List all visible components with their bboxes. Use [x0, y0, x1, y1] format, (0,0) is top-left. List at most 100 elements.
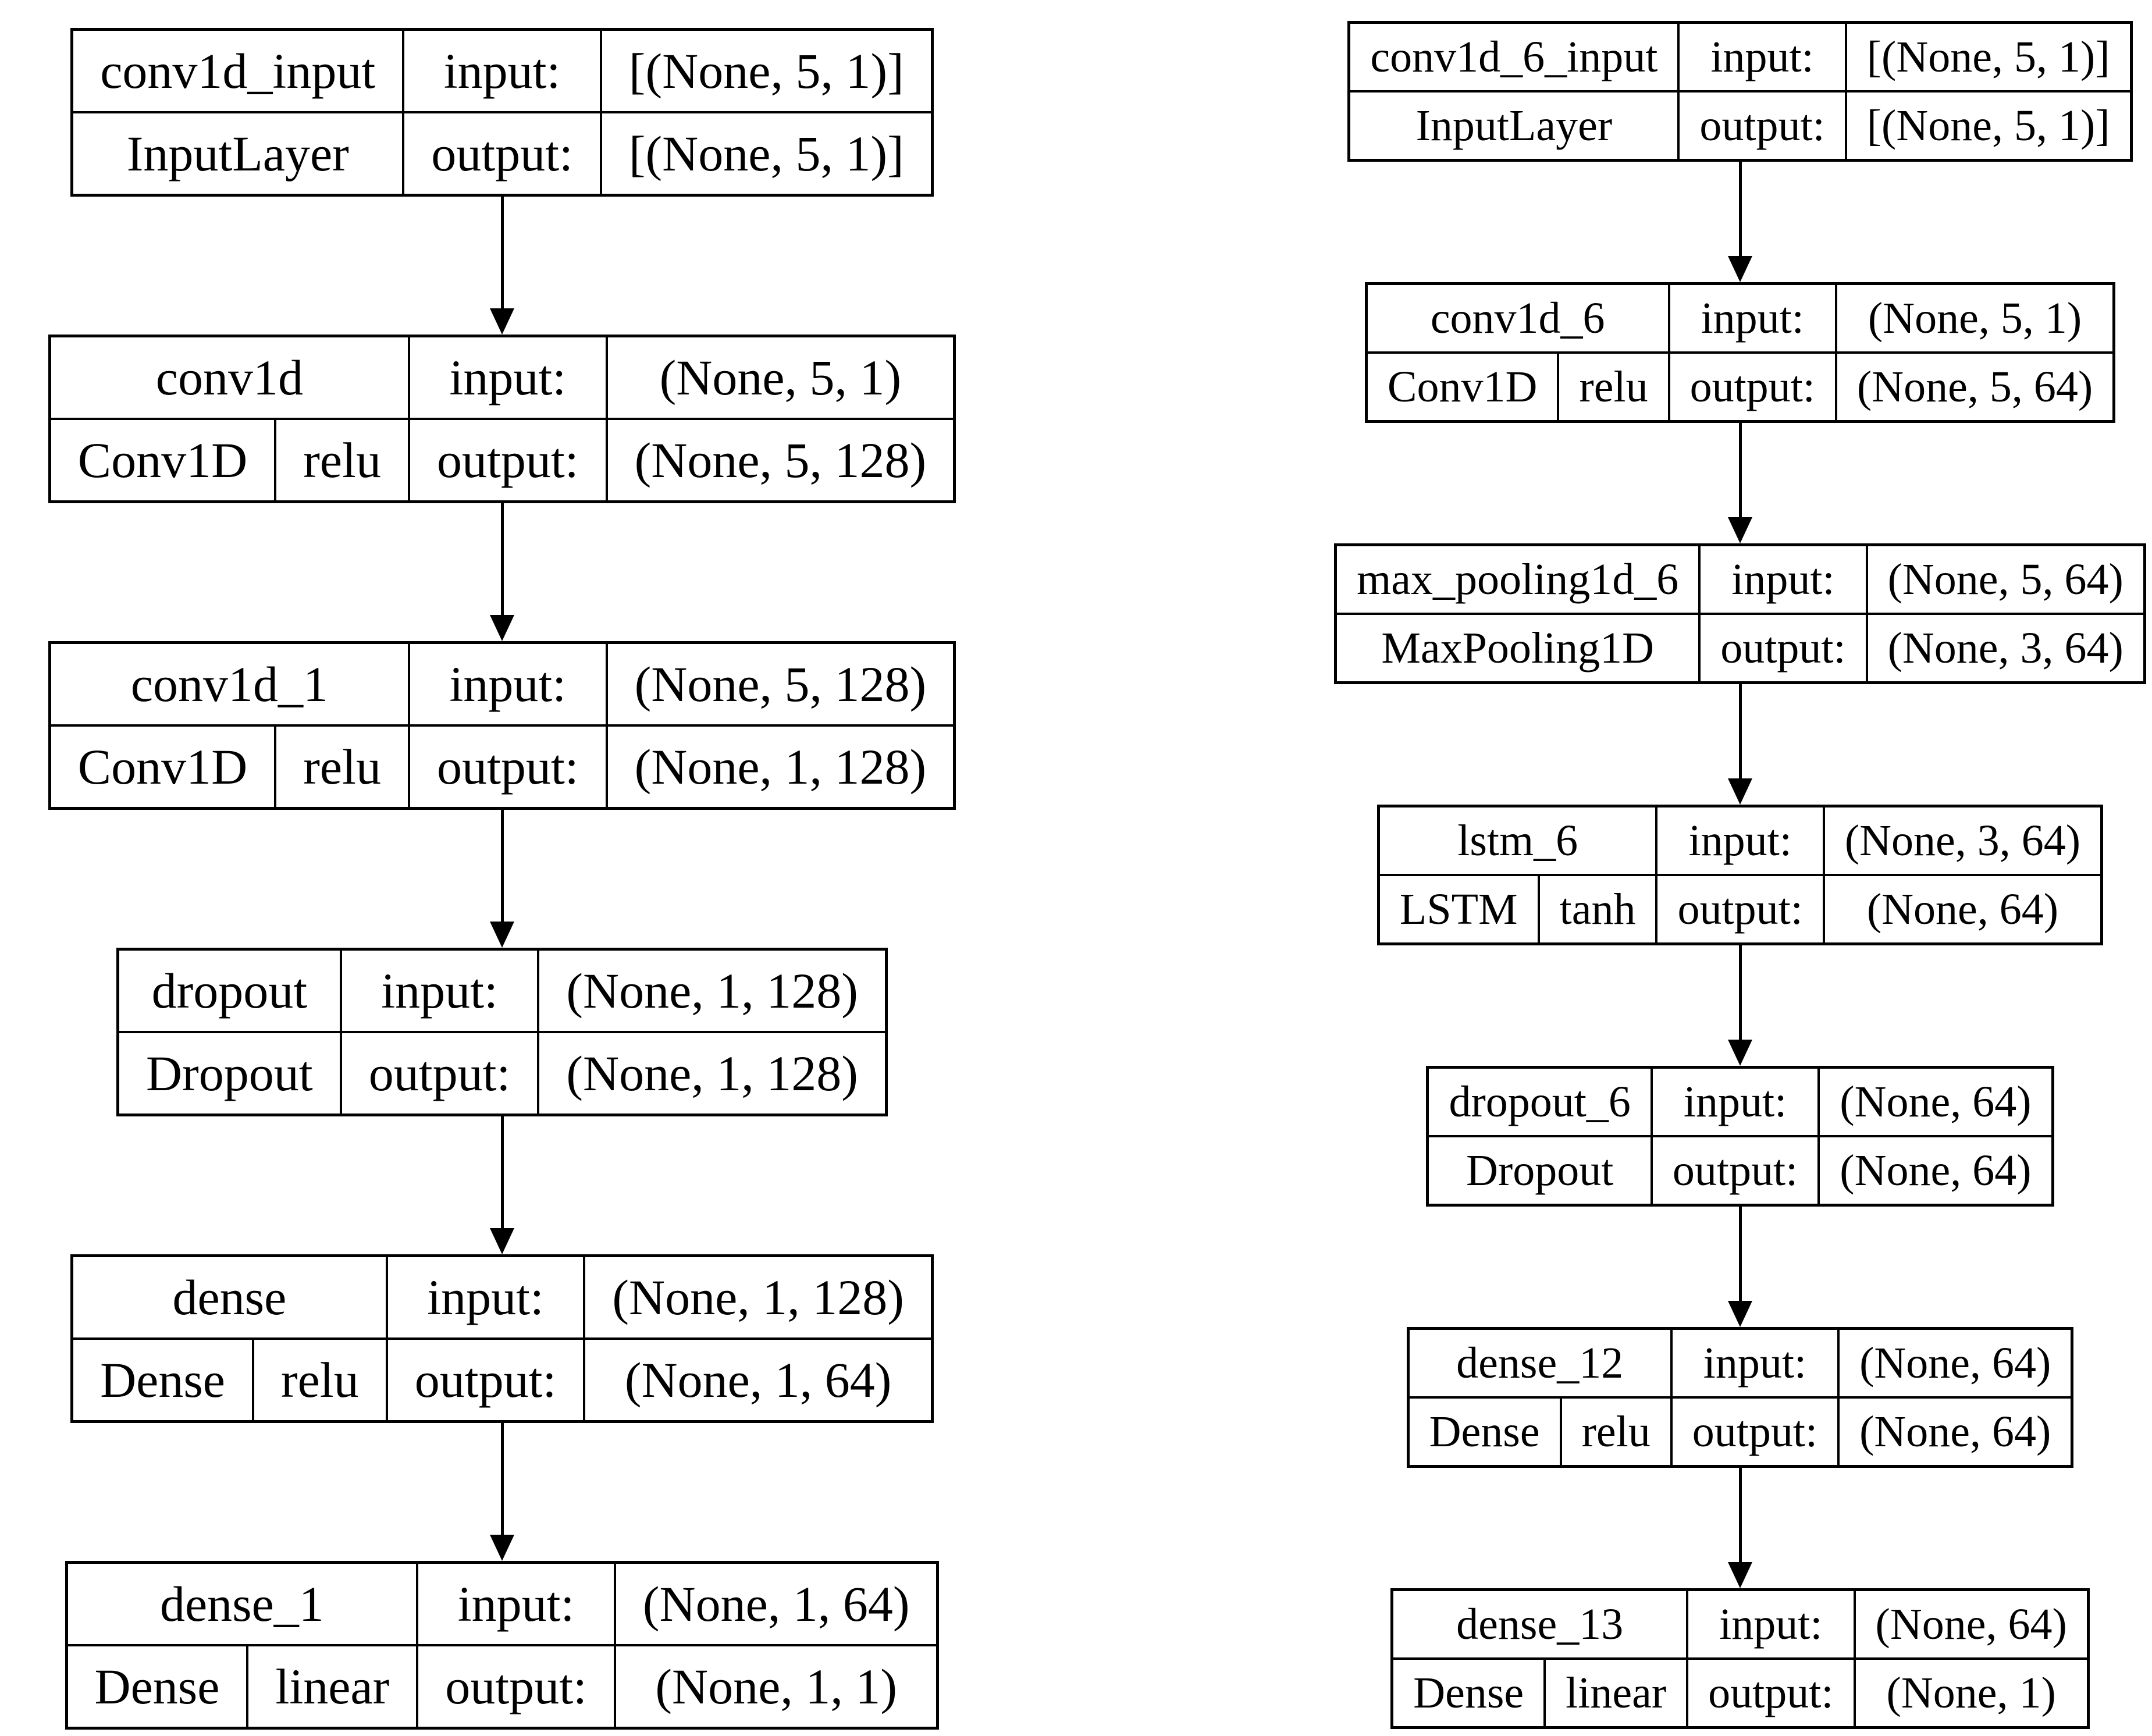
arrow-connector: [490, 1423, 514, 1561]
input-label: input:: [1650, 1066, 1820, 1137]
layer-type: MaxPooling1D: [1334, 613, 1701, 684]
layer-type: Dense: [1390, 1657, 1546, 1729]
input-shape: (None, 1, 64): [613, 1561, 939, 1646]
arrow-connector: [490, 197, 514, 335]
layer-activation: linear: [1543, 1657, 1689, 1729]
input-shape: (None, 3, 64): [1822, 805, 2103, 876]
arrow-head-icon: [490, 308, 514, 335]
input-shape: (None, 5, 128): [605, 641, 956, 727]
input-label: input:: [339, 948, 540, 1033]
layer-type: Dropout: [1426, 1135, 1653, 1207]
arrow-head-icon: [490, 615, 514, 641]
output-label: output:: [1650, 1135, 1820, 1207]
arrow-head-icon: [1728, 256, 1752, 282]
arrow-connector: [1728, 423, 1752, 543]
output-shape: (None, 5, 64): [1834, 351, 2115, 423]
arrow-line: [1738, 1468, 1742, 1563]
layer-type: LSTM: [1377, 874, 1540, 945]
arrow-head-icon: [1728, 1562, 1752, 1588]
output-label: output:: [407, 724, 608, 810]
input-shape: [(None, 5, 1)]: [1844, 21, 2133, 93]
layer-type: Dropout: [116, 1031, 342, 1116]
arrow-connector: [490, 503, 514, 641]
arrow-head-icon: [490, 1535, 514, 1561]
arrow-connector: [1728, 945, 1752, 1066]
arrow-line: [1738, 1207, 1742, 1301]
arrow-head-icon: [1728, 778, 1752, 805]
layer-type: Dense: [65, 1644, 249, 1730]
arrow-connector: [1728, 1468, 1752, 1588]
layer-name: dense: [70, 1254, 388, 1340]
input-shape: (None, 5, 1): [1834, 282, 2115, 354]
input-label: input:: [416, 1561, 616, 1646]
output-label: output:: [407, 418, 608, 503]
input-label: input:: [407, 641, 608, 727]
layer-type: Conv1D: [48, 724, 277, 810]
arrow-head-icon: [1728, 1301, 1752, 1327]
layer-activation: relu: [251, 1337, 388, 1423]
layer-type: Dense: [1407, 1396, 1562, 1468]
input-label: input:: [1670, 1327, 1840, 1399]
layer-name: dropout: [116, 948, 342, 1033]
layer-type: Conv1D: [48, 418, 277, 503]
input-label: input:: [1698, 543, 1868, 615]
input-shape: (None, 1, 128): [583, 1254, 934, 1340]
output-label: output:: [1667, 351, 1837, 423]
layer-name: conv1d_6_input: [1347, 21, 1680, 93]
layer-type: Dense: [70, 1337, 254, 1423]
layer-name: conv1d: [48, 335, 410, 420]
layer-activation: relu: [274, 724, 410, 810]
arrow-line: [500, 1423, 504, 1535]
output-shape: [(None, 5, 1)]: [599, 111, 934, 197]
layer-activation: linear: [246, 1644, 419, 1730]
input-label: input:: [402, 28, 602, 113]
arrow-connector: [490, 810, 514, 948]
layer-type: InputLayer: [70, 111, 405, 197]
output-label: output:: [1698, 613, 1868, 684]
output-label: output:: [402, 111, 602, 197]
input-label: input:: [385, 1254, 586, 1340]
output-label: output:: [416, 1644, 616, 1730]
layer-name: conv1d_1: [48, 641, 410, 727]
layer-name: dropout_6: [1426, 1066, 1653, 1137]
output-shape: (None, 1, 128): [605, 724, 956, 810]
input-label: input:: [1655, 805, 1825, 876]
output-shape: (None, 1, 1): [613, 1644, 939, 1730]
arrow-line: [1738, 423, 1742, 518]
output-shape: (None, 1, 64): [583, 1337, 934, 1423]
arrow-head-icon: [1728, 517, 1752, 543]
arrow-line: [1738, 945, 1742, 1040]
output-label: output:: [1670, 1396, 1840, 1468]
arrow-head-icon: [1728, 1040, 1752, 1066]
layer-name: dense_12: [1407, 1327, 1673, 1399]
output-shape: (None, 64): [1822, 874, 2103, 945]
layer-activation: tanh: [1537, 874, 1658, 945]
input-shape: (None, 64): [1837, 1327, 2073, 1399]
arrow-connector: [1728, 162, 1752, 282]
arrow-line: [500, 1116, 504, 1229]
output-shape: (None, 3, 64): [1865, 613, 2146, 684]
input-label: input:: [1677, 21, 1847, 93]
arrow-connector: [1728, 1207, 1752, 1327]
input-label: input:: [1686, 1588, 1856, 1660]
layer-activation: relu: [274, 418, 410, 503]
output-shape: (None, 64): [1837, 1396, 2073, 1468]
arrow-line: [500, 197, 504, 309]
layer-name: max_pooling1d_6: [1334, 543, 1701, 615]
layer-activation: relu: [1557, 351, 1670, 423]
input-shape: [(None, 5, 1)]: [599, 28, 934, 113]
arrow-head-icon: [490, 922, 514, 948]
arrow-connector: [490, 1116, 514, 1254]
arrow-line: [500, 503, 504, 616]
arrow-head-icon: [490, 1228, 514, 1254]
